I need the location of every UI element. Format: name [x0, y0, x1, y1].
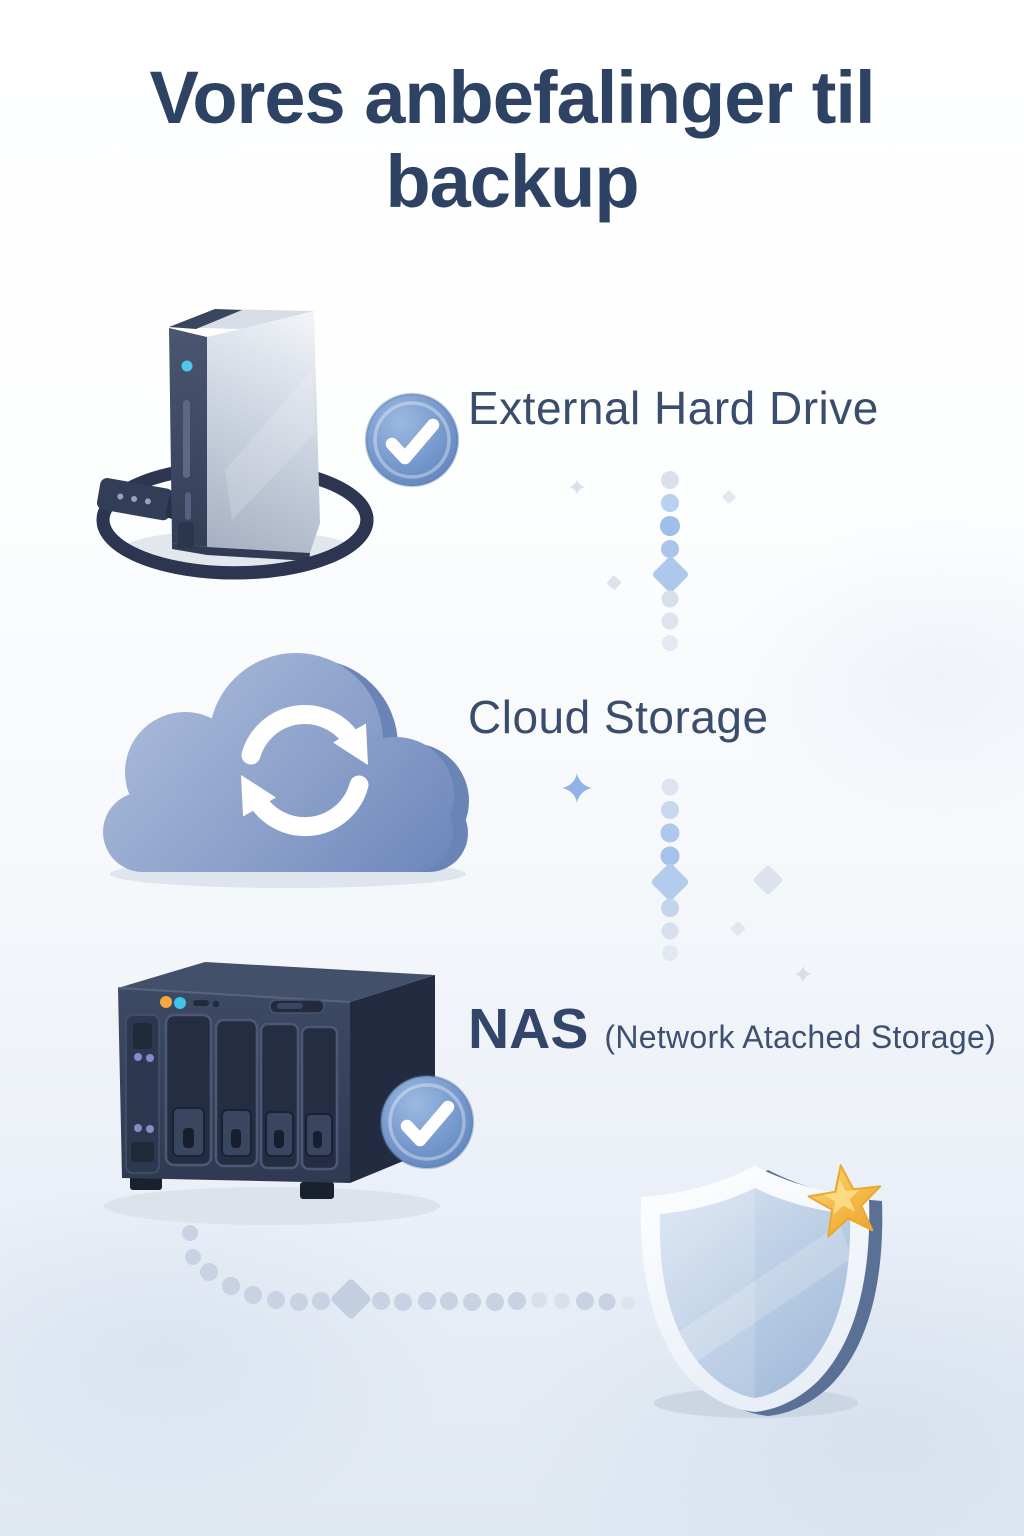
gold-star-icon [807, 1164, 882, 1238]
shield-with-gold-star [640, 1164, 883, 1418]
item-label-external-hard-drive: External Hard Drive [468, 382, 879, 434]
sync-arrows-icon [241, 705, 369, 837]
external-hard-drive-illustration [96, 309, 374, 580]
checkmark-badge-external-hard-drive [366, 394, 458, 486]
item-label-nas-expansion: (Network Atached Storage) [604, 1019, 997, 1055]
item-label-nas: NAS (Network Atached Storage) [468, 996, 996, 1062]
nas-illustration [104, 962, 440, 1225]
cloud-body [103, 653, 454, 872]
vertical-dotted-line [651, 471, 689, 961]
nas-bay-handle-notches [183, 1128, 322, 1148]
cloud-sync-illustration [103, 653, 469, 888]
item-label-nas-acronym: NAS [468, 997, 589, 1061]
checkmark-badge-nas [381, 1076, 473, 1168]
curved-dotted-line [182, 1225, 635, 1319]
item-label-cloud-storage: Cloud Storage [468, 691, 769, 743]
page-title-line1: Vores anbefalinger til [149, 56, 875, 139]
sparkle-icons [562, 479, 812, 983]
nas-control-panel [125, 1014, 160, 1174]
page-title: Vores anbefalinger til backup [0, 56, 1024, 223]
page-title-line2: backup [385, 139, 639, 223]
